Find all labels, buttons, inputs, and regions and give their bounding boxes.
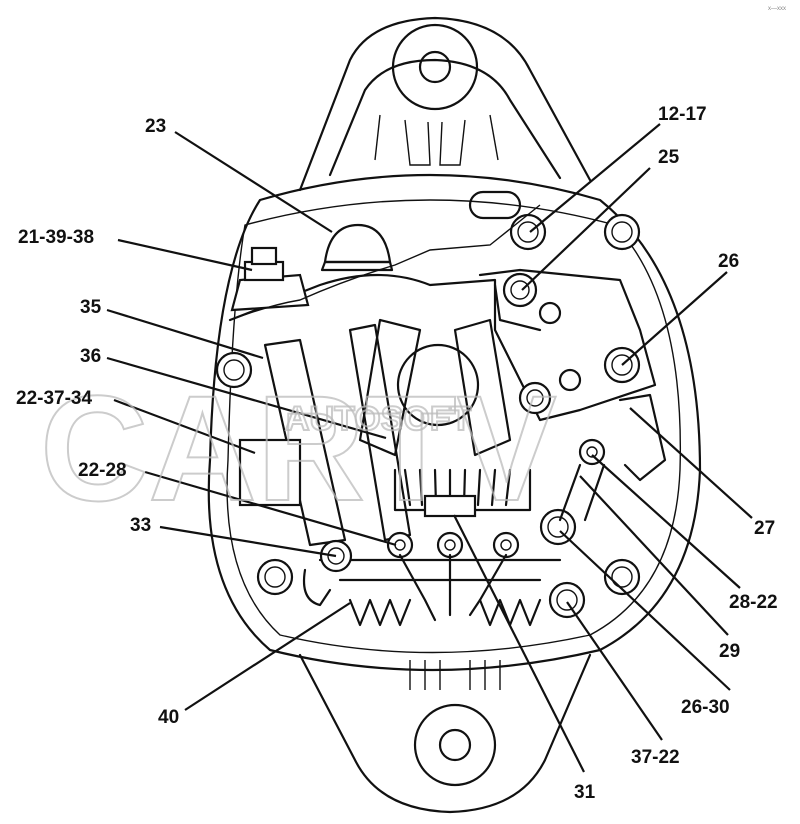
callout-29: 29 bbox=[719, 641, 740, 662]
corner-code: x—xxx bbox=[768, 6, 786, 12]
rotor-and-brush-assembly bbox=[318, 318, 562, 627]
battery-terminal bbox=[229, 204, 541, 321]
callout-31: 31 bbox=[574, 782, 596, 803]
callout-27: 27 bbox=[754, 518, 775, 539]
watermark: CARTV AUTOSOFT bbox=[39, 363, 558, 533]
callout-33: 33 bbox=[130, 515, 151, 536]
callout-28-22: 28-22 bbox=[729, 592, 778, 613]
callout-40: 40 bbox=[158, 707, 179, 728]
watermark-brand: CARTV bbox=[40, 364, 557, 532]
callout-26-30: 26-30 bbox=[681, 697, 730, 718]
callout-labels: 23 12-17 25 21-39-38 26 35 36 22-37-34 2… bbox=[16, 104, 778, 803]
leader-lines bbox=[106, 123, 753, 773]
callout-35: 35 bbox=[80, 297, 102, 318]
callout-26: 26 bbox=[718, 251, 739, 272]
callout-37-22: 37-22 bbox=[631, 747, 680, 768]
callout-22-37-34: 22-37-34 bbox=[16, 388, 92, 409]
callout-25: 25 bbox=[658, 147, 680, 168]
left-straps bbox=[238, 323, 412, 607]
watermark-sub: AUTOSOFT bbox=[285, 400, 472, 438]
callout-36: 36 bbox=[80, 346, 101, 367]
housing-bolts bbox=[215, 213, 641, 619]
callout-21-39-38: 21-39-38 bbox=[18, 227, 94, 248]
callout-12-17: 12-17 bbox=[658, 104, 707, 125]
callout-23: 23 bbox=[145, 116, 166, 137]
alternator-housing bbox=[207, 16, 702, 814]
terminal-studs bbox=[386, 438, 606, 622]
callout-22-28: 22-28 bbox=[78, 460, 127, 481]
